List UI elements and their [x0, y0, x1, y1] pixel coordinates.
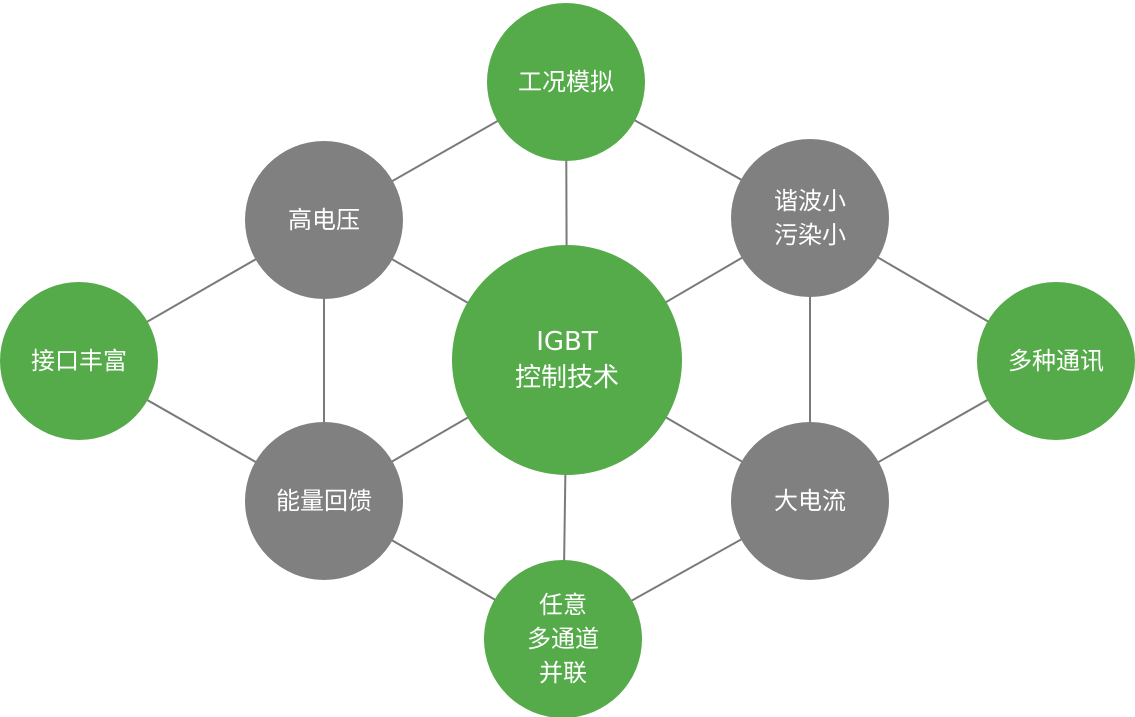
node-high-voltage: 高电压	[245, 141, 403, 299]
node-igbt-control: IGBT 控制技术	[452, 245, 682, 475]
node-label-line: 能量回馈	[276, 487, 372, 515]
node-label-line: IGBT	[536, 327, 598, 357]
node-label-line: 多通道	[527, 625, 599, 653]
node-label-line: 谐波小	[774, 187, 846, 215]
node-label-line: 大电流	[774, 487, 846, 515]
node-label-line: 并联	[539, 659, 587, 687]
node-label-line: 工况模拟	[518, 68, 614, 96]
node-high-current: 大电流	[731, 422, 889, 580]
node-low-harmonics: 谐波小 污染小	[731, 139, 889, 297]
node-label-line: 污染小	[774, 221, 846, 249]
node-rich-interfaces: 接口丰富	[0, 282, 158, 440]
node-multi-channel-parallel: 任意 多通道 并联	[484, 560, 642, 717]
node-multi-communication: 多种通讯	[977, 282, 1135, 440]
node-label-line: 控制技术	[514, 363, 619, 393]
node-label-line: 任意	[539, 591, 587, 619]
node-label-line: 高电压	[288, 206, 360, 234]
node-label-line: 多种通讯	[1008, 347, 1104, 375]
node-energy-feedback: 能量回馈	[245, 422, 403, 580]
node-label-line: 接口丰富	[31, 347, 127, 375]
node-condition-simulation: 工况模拟	[487, 3, 645, 161]
